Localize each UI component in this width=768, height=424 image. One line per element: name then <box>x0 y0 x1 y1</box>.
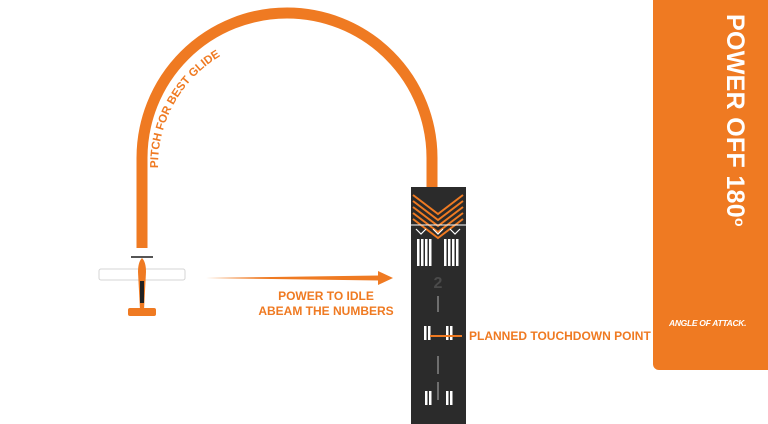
brand-logo: ANGLE OF ATTACK. <box>669 318 747 328</box>
threshold-piano-keys <box>417 239 459 266</box>
touchdown-zone-markings <box>424 326 453 405</box>
power-label-line2: ABEAM THE NUMBERS <box>258 304 393 318</box>
touchdown-label: PLANNED TOUCHDOWN POINT <box>469 329 651 343</box>
runway-centerline <box>437 296 439 400</box>
threshold-arrows <box>415 228 461 235</box>
airplane-top-view-icon <box>98 256 186 316</box>
power-label-line1: POWER TO IDLE <box>278 289 374 303</box>
arrow-shaft <box>206 275 379 281</box>
flight-path <box>136 7 438 248</box>
arrow-right-icon <box>206 271 393 285</box>
panel-title: POWER OFF 180o <box>720 14 755 227</box>
airplane-fuselage-stripe <box>140 281 144 303</box>
airplane-propeller <box>131 256 153 258</box>
pitch-label: PITCH FOR BEST GLIDE <box>149 48 222 168</box>
runway-number: 2 <box>434 275 443 292</box>
title-panel: POWER OFF 180o ANGLE OF ATTACK. <box>653 0 768 370</box>
degree-symbol: o <box>732 217 748 227</box>
arrow-head <box>378 271 393 285</box>
airplane-tail <box>128 308 156 316</box>
runway: 2 <box>411 187 466 424</box>
panel-title-main: POWER OFF 180 <box>721 14 749 218</box>
